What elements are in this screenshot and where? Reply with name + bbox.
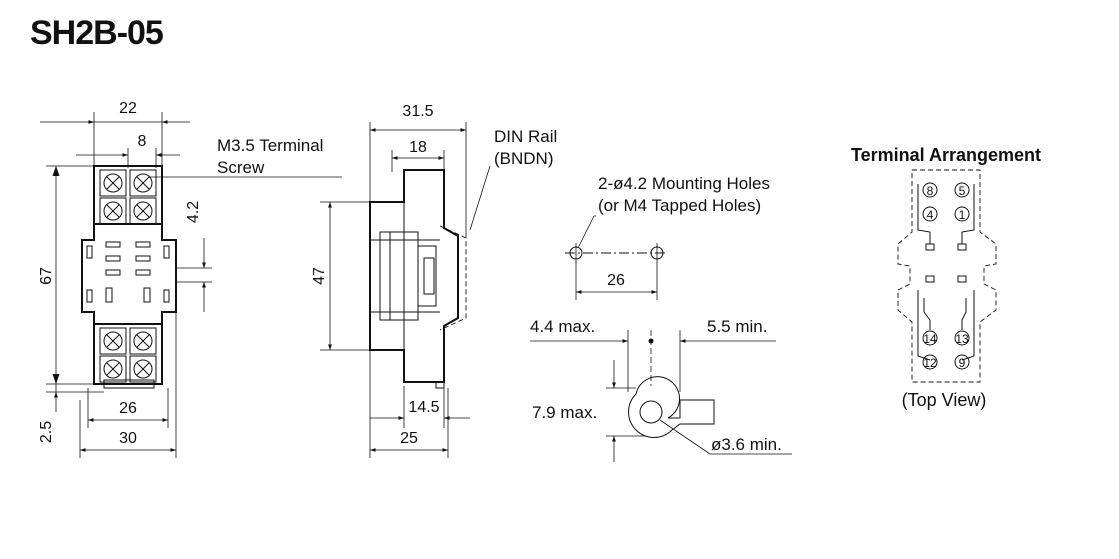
terminal-arrangement-title: Terminal Arrangement (851, 145, 1041, 165)
din-rail-dashed (439, 225, 467, 331)
front-view: 22 8 M3.5 Terminal Screw 67 4.2 2.5 (38, 100, 342, 458)
dim-bottom-offset: 2.5 (38, 421, 55, 443)
dim-mount-holes: 26 (607, 272, 625, 289)
side-view: 31.5 18 47 DIN Rail (BNDN) 14.5 25 (311, 103, 557, 458)
dim-lug-right: 5.5 min. (707, 317, 767, 336)
dim-side-upper: 18 (409, 139, 427, 156)
terminal-5: 5 (959, 184, 966, 198)
terminal-1: 1 (959, 208, 966, 222)
dim-front-mount-spacing: 26 (119, 400, 137, 417)
dim-side-height: 47 (311, 267, 328, 285)
screw-terminals-bottom (99, 327, 157, 383)
dim-lug-left: 4.4 max. (530, 317, 595, 336)
screw-terminals-top (99, 169, 157, 225)
front-body-upper (93, 165, 163, 225)
mounting-holes: 2-ø4.2 Mounting Holes (or M4 Tapped Hole… (565, 174, 770, 300)
terminal-lug: 4.4 max. 5.5 min. 7.9 max. ø3.6 min. (530, 317, 792, 462)
dim-lug-hole: ø3.6 min. (711, 435, 782, 454)
mounting-holes-line1: 2-ø4.2 Mounting Holes (598, 174, 770, 193)
dim-front-base-width: 30 (119, 430, 137, 447)
dim-front-inner-width: 8 (138, 133, 147, 150)
top-view-caption: (Top View) (902, 390, 987, 410)
terminal-14: 14 (923, 332, 937, 346)
terminal-arrangement: Terminal Arrangement 8 5 4 1 14 13 12 9 … (851, 145, 1041, 410)
terminal-8: 8 (927, 184, 934, 198)
arrangement-outline (897, 169, 997, 383)
dim-front-width: 22 (119, 100, 137, 117)
side-body-outline (369, 169, 459, 383)
lug-hole (639, 400, 663, 424)
terminal-9: 9 (959, 356, 966, 370)
dim-side-rail: 14.5 (408, 399, 439, 416)
mounting-holes-line2: (or M4 Tapped Holes) (598, 196, 761, 215)
socket-slots (86, 241, 170, 303)
callout-screw-line1: M3.5 Terminal (217, 136, 323, 155)
dim-side-base: 25 (400, 430, 418, 447)
lug-outline (628, 376, 715, 438)
terminal-13: 13 (955, 332, 969, 346)
terminal-12: 12 (923, 356, 937, 370)
terminal-4: 4 (927, 208, 934, 222)
dim-slot: 4.2 (185, 201, 202, 223)
callout-screw-line2: Screw (217, 158, 265, 177)
callout-rail-line2: (BNDN) (494, 149, 554, 168)
dim-front-height: 67 (38, 267, 55, 285)
dim-side-depth: 31.5 (402, 103, 433, 120)
model-title: SH2B-05 (30, 14, 164, 52)
callout-rail-line1: DIN Rail (494, 127, 557, 146)
front-body-middle (81, 223, 177, 325)
dim-lug-height: 7.9 max. (532, 403, 597, 422)
